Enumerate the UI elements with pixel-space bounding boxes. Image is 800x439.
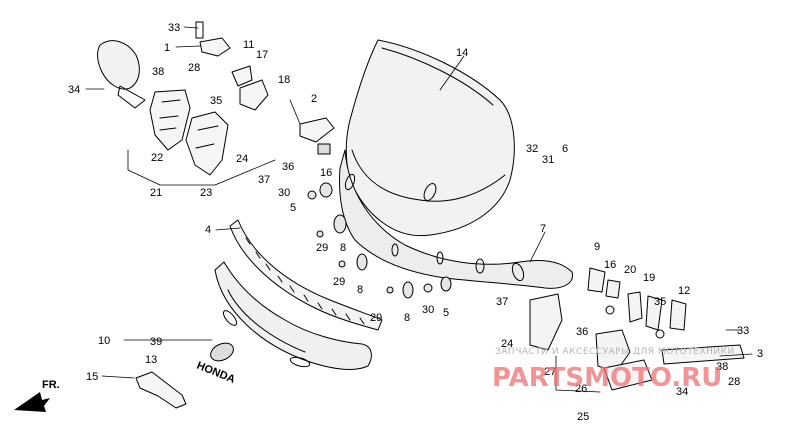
callout-32: 32 (526, 143, 538, 155)
callout-34: 34 (68, 84, 80, 96)
top-stay-1 (195, 21, 231, 57)
callout-33-right: 33 (737, 325, 749, 337)
watermark-site: PARTSMOTO.RU (492, 363, 722, 393)
callout-34-right: 34 (676, 386, 688, 398)
watermark: ЗАПЧАСТИ И АКСЕССУАРЫ ДЛЯ МОТОТЕХНИКИ PA… (492, 347, 735, 393)
callout-10: 10 (98, 335, 110, 347)
emblem-lettering: HONDA (195, 360, 237, 386)
callout-16: 16 (320, 167, 332, 179)
callout-23: 23 (200, 187, 212, 199)
mount-bracket-23 (185, 111, 229, 176)
callout-7: 7 (540, 223, 546, 235)
callout-29-upper: 29 (316, 242, 328, 254)
callout-27: 27 (544, 366, 556, 378)
callout-17: 17 (256, 49, 268, 61)
callout-31: 31 (542, 154, 554, 166)
callout-30: 30 (278, 187, 290, 199)
windscreen (345, 39, 515, 237)
right-brackets (587, 267, 687, 339)
callout-35-right: 35 (654, 296, 666, 308)
stay-bracket-2 (299, 117, 335, 155)
front-direction-arrow: FR. (14, 379, 60, 412)
callout-11: 11 (243, 39, 254, 51)
fork-stay-15 (135, 371, 187, 409)
callout-labels: 33 1 38 28 11 17 34 35 18 2 14 22 21 36 … (68, 22, 763, 423)
callout-38-right: 38 (716, 361, 728, 373)
callout-36: 36 (282, 161, 294, 173)
callout-20: 20 (624, 264, 636, 276)
lower-cowl (214, 261, 372, 370)
callout-36-right: 36 (576, 326, 588, 338)
callout-24: 24 (236, 153, 248, 165)
callout-24-right: 24 (501, 338, 513, 350)
callout-39: 39 (150, 336, 162, 348)
callout-38: 38 (152, 66, 164, 78)
emblem-39 (210, 342, 234, 362)
callout-25: 25 (577, 411, 589, 423)
callout-8-mid: 8 (357, 284, 363, 296)
callout-8-lower: 8 (404, 312, 410, 324)
callout-14: 14 (456, 47, 468, 59)
watermark-tagline: ЗАПЧАСТИ И АКСЕССУАРЫ ДЛЯ МОТОТЕХНИКИ (495, 347, 735, 357)
callout-37: 37 (258, 174, 270, 186)
leader-lines (85, 26, 753, 393)
callout-26: 26 (575, 383, 587, 395)
callout-9: 9 (594, 241, 600, 253)
callout-35: 35 (210, 95, 222, 107)
callout-8-upper: 8 (340, 242, 346, 254)
grommets (307, 182, 452, 299)
side-trim-3 (661, 344, 745, 365)
callout-33: 33 (168, 22, 180, 34)
mirror-assembly (97, 40, 191, 151)
callout-28-right: 28 (728, 376, 740, 388)
callout-12: 12 (678, 285, 690, 297)
callout-4: 4 (205, 224, 211, 236)
front-marker-label: FR. (42, 379, 60, 391)
callout-15: 15 (86, 371, 98, 383)
callout-21: 21 (150, 187, 162, 199)
callout-22: 22 (151, 152, 163, 164)
callout-5-lower: 5 (443, 307, 449, 319)
callout-3: 3 (757, 348, 763, 360)
callout-1: 1 (164, 42, 170, 54)
callout-2: 2 (311, 93, 317, 105)
side-protector-strip (229, 219, 383, 331)
callout-30-lower: 30 (422, 304, 434, 316)
inner-fairing-panel (339, 149, 574, 289)
callout-16-right: 16 (604, 259, 616, 271)
mirror-base (231, 65, 269, 111)
callout-29-mid: 29 (333, 276, 345, 288)
callout-28: 28 (188, 62, 200, 74)
callout-29-lower: 29 (370, 312, 382, 324)
callout-6: 6 (562, 143, 568, 155)
callout-19: 19 (643, 272, 655, 284)
callout-5: 5 (290, 202, 296, 214)
callout-18: 18 (278, 74, 290, 86)
lower-right-bracket (529, 293, 653, 391)
callout-13: 13 (145, 354, 157, 366)
callout-37-right: 37 (496, 296, 508, 308)
